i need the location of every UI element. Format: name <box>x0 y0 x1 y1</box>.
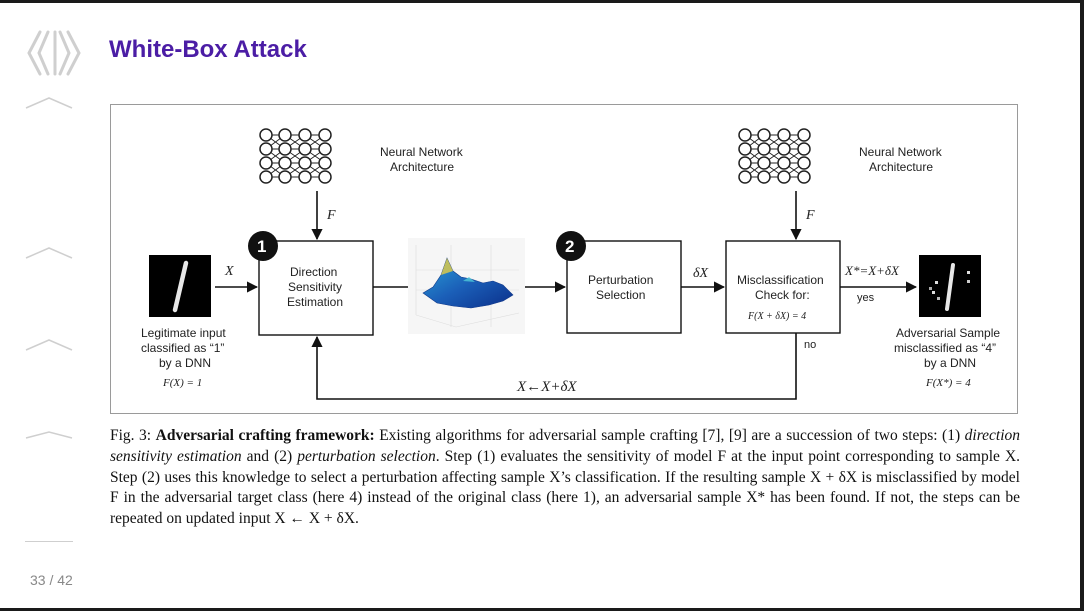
nn-label-right-line2: Architecture <box>869 160 933 174</box>
f-label-left: F <box>326 208 336 223</box>
misclass-box-line2: Check for: <box>755 288 810 302</box>
no-label: no <box>804 339 816 351</box>
legit-formula: F(X) = 1 <box>162 377 202 389</box>
adv-formula: F(X*) = 4 <box>925 377 971 389</box>
caption-text-2: and (2) <box>246 447 293 465</box>
caption-italic-2: perturbation selection <box>297 447 436 465</box>
step1-badge <box>248 231 278 261</box>
perturbation-box-line2: Selection <box>596 288 645 302</box>
direction-box-line1: Direction <box>290 265 337 279</box>
framework-diagram: Neural Network Architecture <box>141 128 1000 400</box>
misclass-box-line1: Misclassification <box>737 273 824 287</box>
nn-label-left-line2: Architecture <box>390 160 454 174</box>
page-counter: 33 / 42 <box>30 572 73 588</box>
nav-up-icon[interactable] <box>25 96 73 110</box>
digit-one-image <box>149 255 211 317</box>
legit-caption-line2: classified as “1” <box>141 341 224 355</box>
perturbation-box-line1: Perturbation <box>588 273 653 287</box>
logo-icon <box>27 30 81 76</box>
caption-bold-lead: Adversarial crafting framework: <box>155 427 375 444</box>
nav-up-icon[interactable] <box>25 426 73 440</box>
nav-up-icon[interactable] <box>25 246 73 260</box>
misclass-formula: F(X + δX) = 4 <box>747 311 806 322</box>
perturbation-selection-box <box>566 240 682 334</box>
input-x-label: X <box>224 264 234 279</box>
direction-box-line3: Estimation <box>287 295 343 309</box>
nav-up-icon[interactable] <box>25 338 73 352</box>
direction-sensitivity-box <box>258 240 374 336</box>
yes-label: yes <box>857 292 875 304</box>
caption-fig-label: Fig. 3: <box>110 427 152 444</box>
nn-label-right-line1: Neural Network <box>859 145 943 159</box>
loop-label: X←X+δX <box>516 379 577 395</box>
caption-text-1: Existing algorithms for adversarial samp… <box>379 427 961 444</box>
legit-caption-line3: by a DNN <box>159 356 211 370</box>
f-label-right: F <box>805 208 815 223</box>
step1-badge-number: 1 <box>257 237 266 256</box>
no-loop-arrow <box>311 333 797 400</box>
surface-plot-image <box>408 238 525 334</box>
legit-caption-line1: Legitimate input <box>141 326 226 340</box>
step2-badge <box>556 231 586 261</box>
caption-text-3: . Step (1) evaluates the sensitivity of … <box>110 447 1021 528</box>
adv-caption-line3: by a DNN <box>924 356 976 370</box>
adv-caption-line1: Adversarial Sample <box>896 326 1000 340</box>
figure-caption: Fig. 3: Adversarial crafting framework: … <box>110 426 1020 530</box>
nav-divider <box>25 541 73 542</box>
slide-title: White-Box Attack <box>109 36 307 63</box>
neural-network-icon <box>738 128 811 184</box>
figure-box: Neural Network Architecture <box>110 104 1018 414</box>
nn-label-left-line1: Neural Network <box>380 145 464 159</box>
step2-badge-number: 2 <box>565 237 574 256</box>
window-edge-right <box>1080 0 1084 611</box>
digit-four-image <box>919 255 981 317</box>
x-star-label: X*=X+δX <box>844 263 900 278</box>
delta-x-label: δX <box>693 266 709 281</box>
window-edge-top <box>0 0 1084 3</box>
misclassification-check-box <box>725 240 841 334</box>
direction-box-line2: Sensitivity <box>288 280 342 294</box>
neural-network-icon <box>259 128 332 184</box>
window-edge-bottom <box>0 608 1084 611</box>
adv-caption-line2: misclassified as “4” <box>894 341 996 355</box>
caption-italic-1: direction sensitivity estimation <box>110 427 1021 465</box>
